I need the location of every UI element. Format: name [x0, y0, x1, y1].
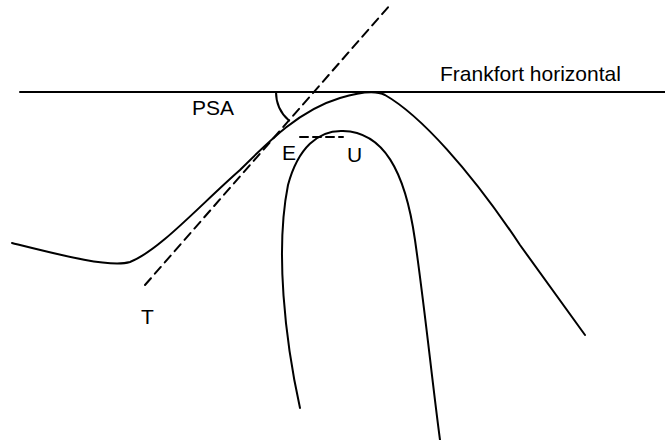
tangent-line: [145, 5, 390, 285]
axis-label: Frankfort horizontal: [440, 62, 621, 85]
point-label: U: [347, 143, 362, 166]
angle-arc: [276, 92, 289, 121]
point-label: E: [282, 141, 296, 164]
helix-outer-contour: [12, 92, 585, 335]
frankfort-line: [20, 91, 665, 93]
helix-inner-contour: [282, 131, 440, 440]
angle-label: PSA: [192, 96, 234, 119]
point-label: T: [141, 305, 154, 328]
